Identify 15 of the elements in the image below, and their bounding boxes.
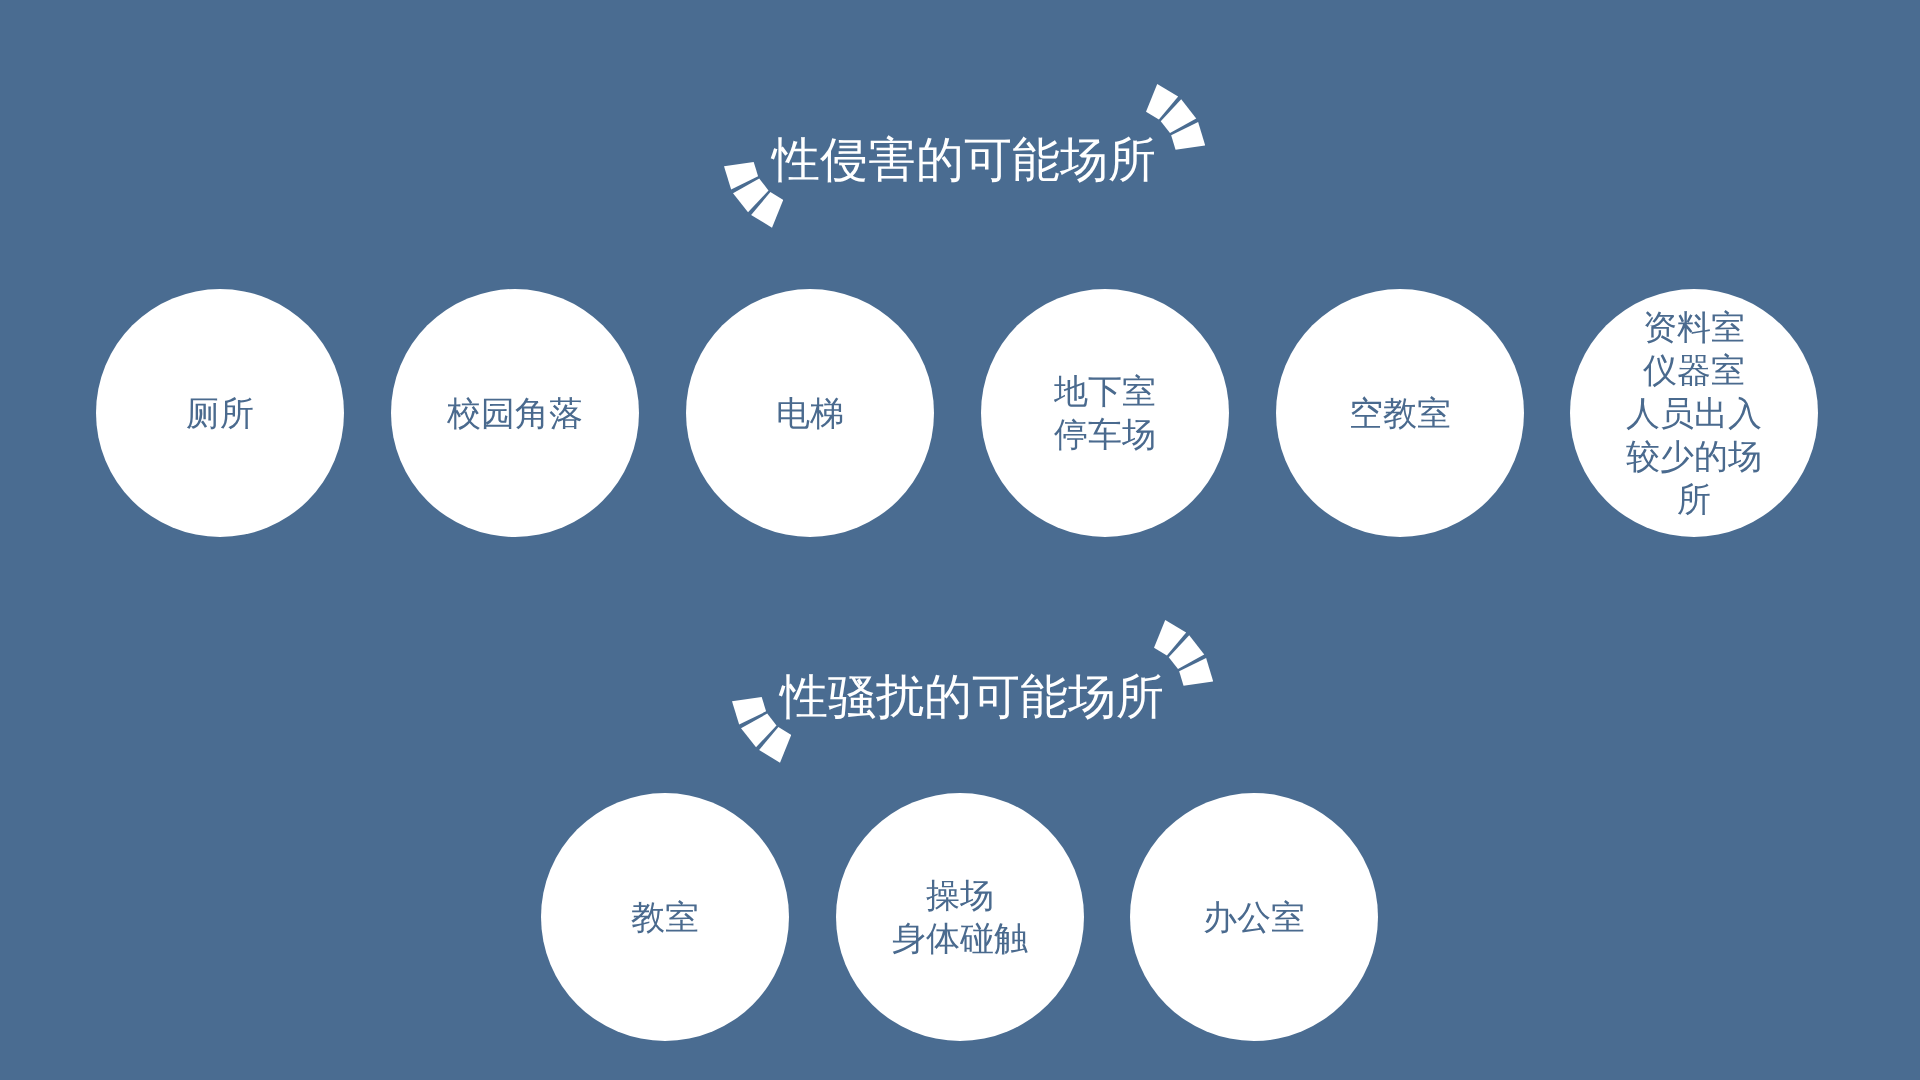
place-label: 仪器室 <box>1642 349 1746 391</box>
place-label: 停车场 <box>1053 414 1157 455</box>
place-label: 电梯 <box>775 392 845 434</box>
section-heading: 性侵害的可能场所 <box>772 132 1156 188</box>
place-label: 资料室 <box>1642 306 1746 348</box>
place-label: 厕所 <box>185 392 255 434</box>
place-label: 空教室 <box>1348 392 1452 434</box>
place-label: 操场 <box>925 875 995 916</box>
place-label: 校园角落 <box>446 392 584 434</box>
section-heading: 性骚扰的可能场所 <box>780 669 1164 725</box>
place-label: 教室 <box>630 896 700 938</box>
place-label: 办公室 <box>1202 896 1306 938</box>
place-label: 地下室 <box>1053 371 1157 412</box>
place-label: 人员出入较少的场所 <box>1625 392 1763 520</box>
place-label: 身体碰触 <box>891 918 1029 959</box>
